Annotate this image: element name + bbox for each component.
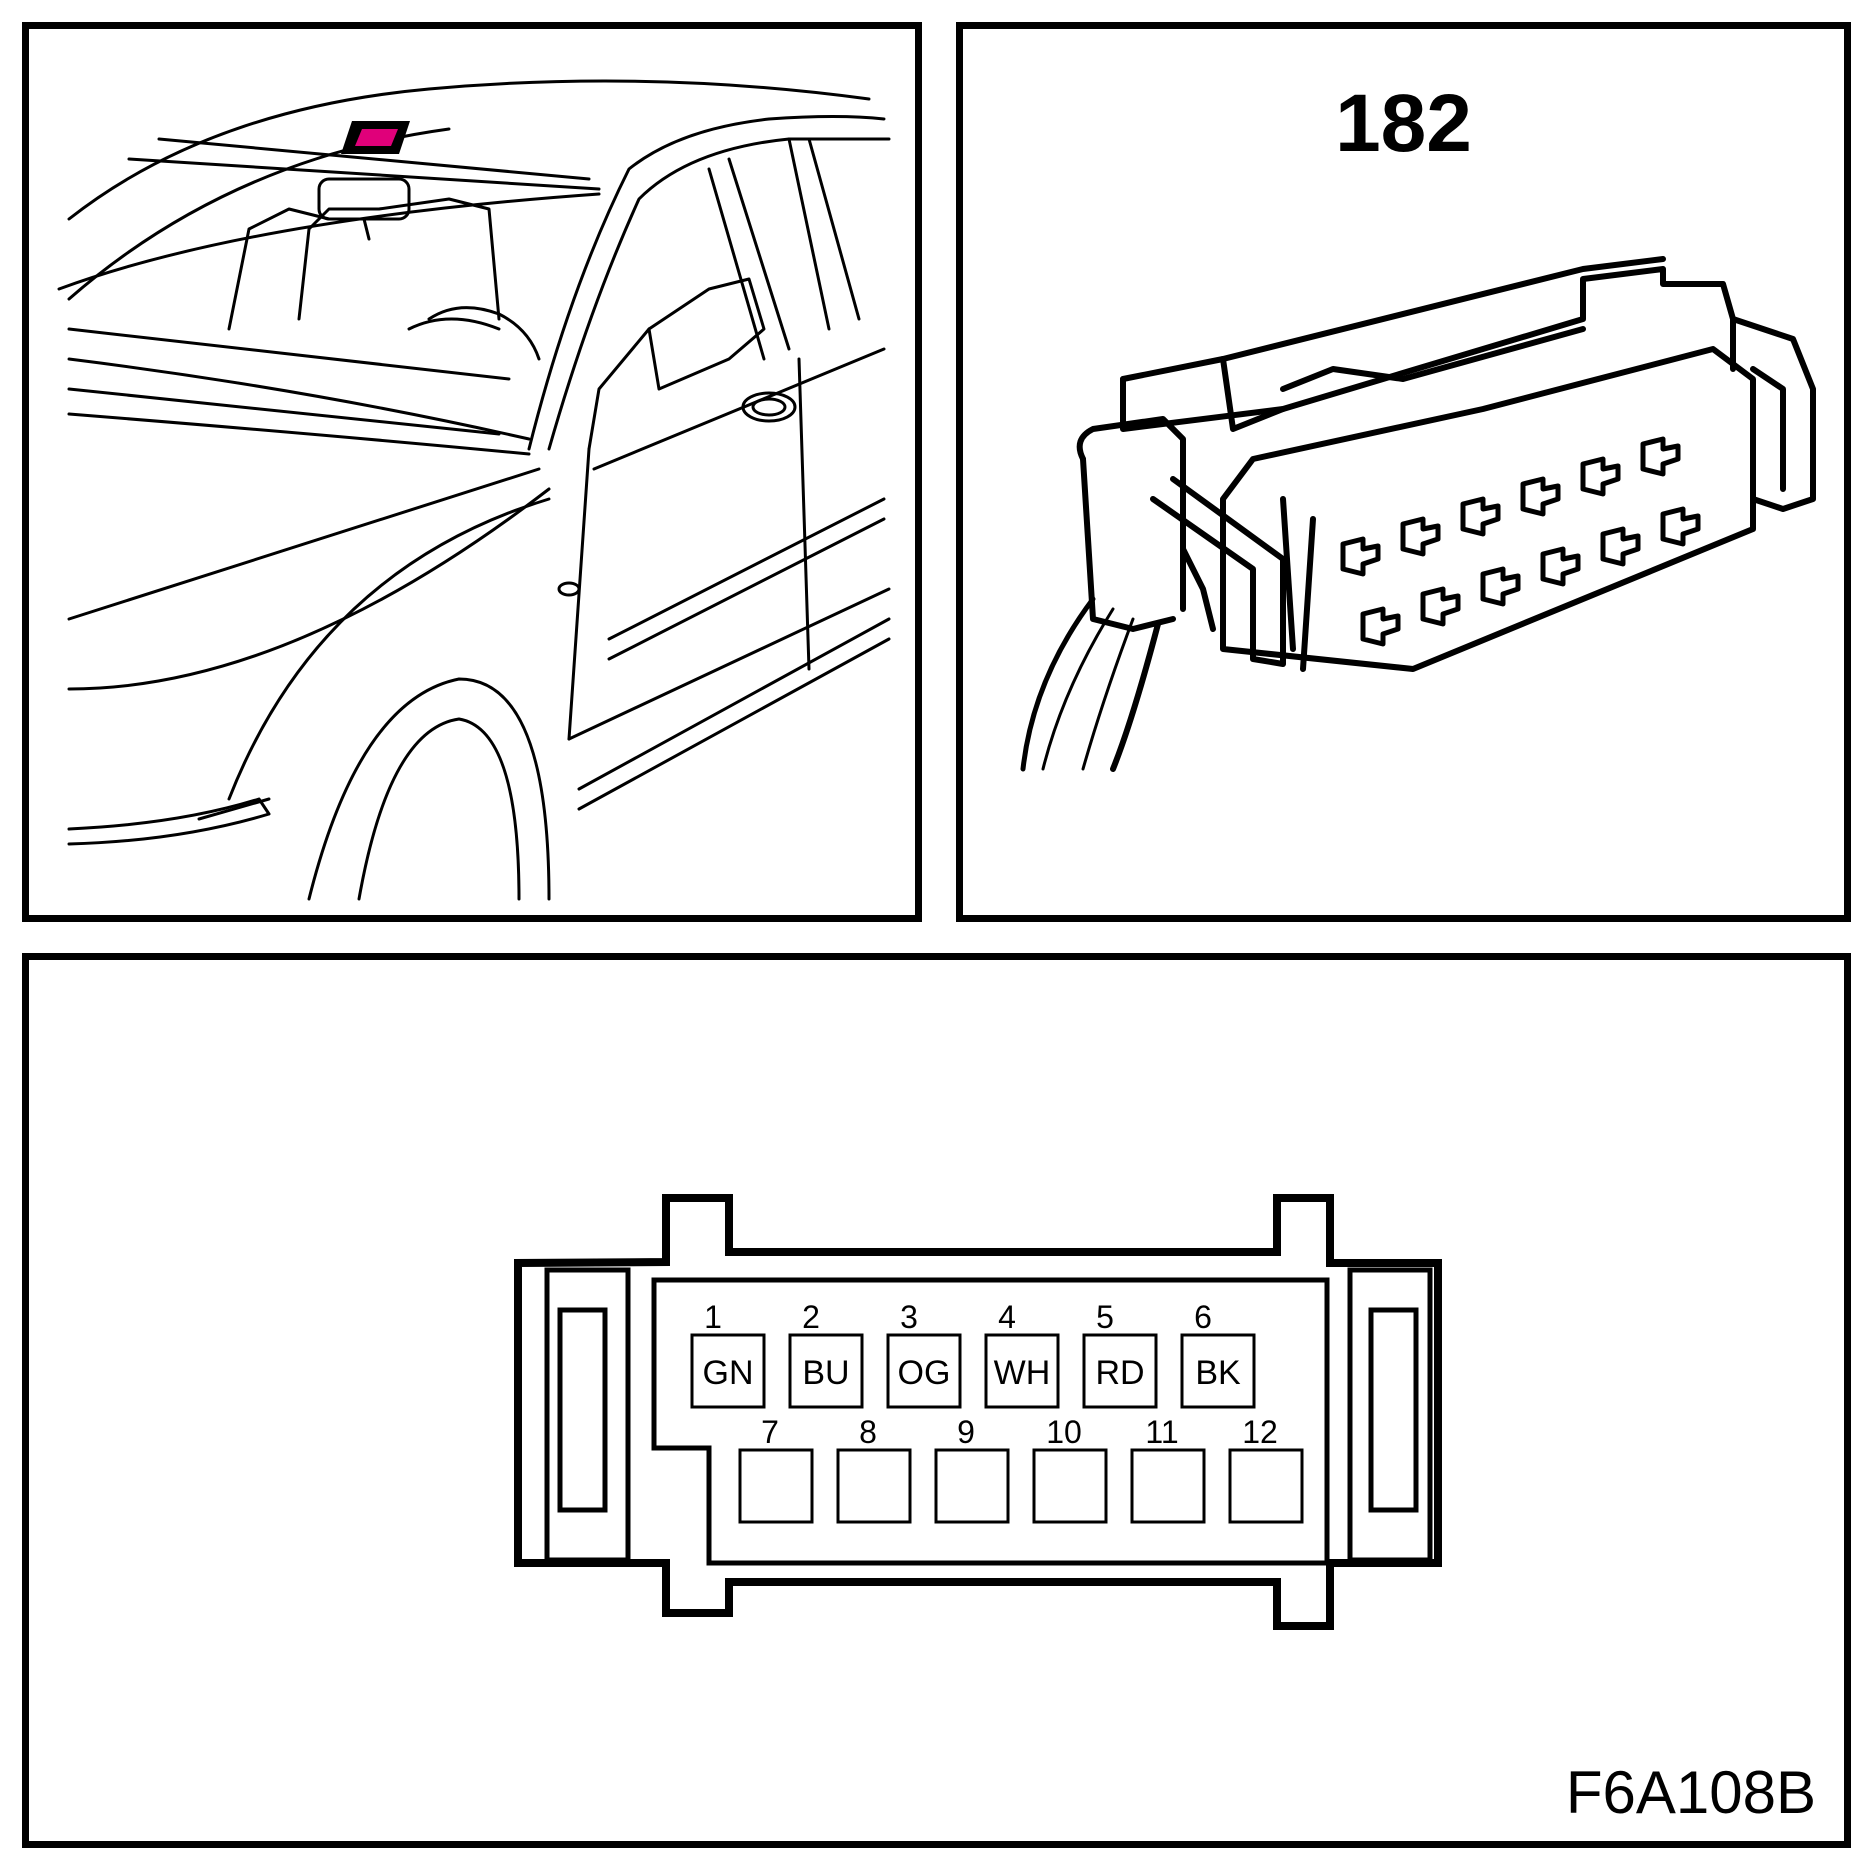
pin-number: 4 <box>998 1299 1016 1335</box>
pin-wire-color: GN <box>703 1354 754 1392</box>
pin-wire-color: WH <box>994 1354 1051 1392</box>
connector-illustration <box>1020 256 1816 772</box>
location-view-panel <box>22 22 922 922</box>
pin-wire-color: RD <box>1095 1354 1144 1392</box>
pin-number: 12 <box>1242 1414 1278 1450</box>
pin-number: 6 <box>1194 1299 1212 1335</box>
pin-11: 11 <box>1130 1414 1206 1524</box>
pin-row-top: 1 GN 2 BU 3 OG 4 WH 5 RD <box>690 1299 1256 1409</box>
pin-8: 8 <box>836 1414 912 1524</box>
pin-number: 9 <box>957 1414 975 1450</box>
pin-10: 10 <box>1032 1414 1108 1524</box>
pin-3: 3 OG <box>886 1299 962 1409</box>
pin-12: 12 <box>1228 1414 1304 1524</box>
pin-6: 6 BK <box>1180 1299 1256 1409</box>
pin-2: 2 BU <box>788 1299 864 1409</box>
pin-7: 7 <box>738 1414 814 1524</box>
connector-view-panel: 182 <box>956 22 1851 922</box>
pin-number: 2 <box>802 1299 820 1335</box>
pin-wire-color: OG <box>898 1354 951 1392</box>
figure-code: F6A108B <box>1565 1759 1816 1826</box>
pin-1: 1 GN <box>690 1299 766 1409</box>
pin-9: 9 <box>934 1414 1010 1524</box>
pin-number: 3 <box>900 1299 918 1335</box>
pin-number: 1 <box>704 1299 722 1335</box>
connector-face-diagram: 1 GN 2 BU 3 OG 4 WH 5 RD <box>514 1194 1442 1630</box>
pinout-panel: 1 GN 2 BU 3 OG 4 WH 5 RD <box>22 953 1851 1848</box>
pin-5: 5 RD <box>1082 1299 1158 1409</box>
component-location-marker <box>341 121 410 154</box>
connector-number: 182 <box>1335 78 1472 169</box>
pin-number: 5 <box>1096 1299 1114 1335</box>
pin-number: 7 <box>761 1414 779 1450</box>
pin-wire-color: BU <box>802 1354 849 1392</box>
pin-number: 11 <box>1145 1414 1178 1450</box>
pin-4: 4 WH <box>984 1299 1060 1409</box>
pin-number: 10 <box>1046 1414 1082 1450</box>
pin-row-bottom: 7 8 9 10 11 <box>738 1414 1304 1524</box>
pin-number: 8 <box>859 1414 877 1450</box>
pin-wire-color: BK <box>1195 1354 1241 1392</box>
car-illustration <box>57 79 891 901</box>
